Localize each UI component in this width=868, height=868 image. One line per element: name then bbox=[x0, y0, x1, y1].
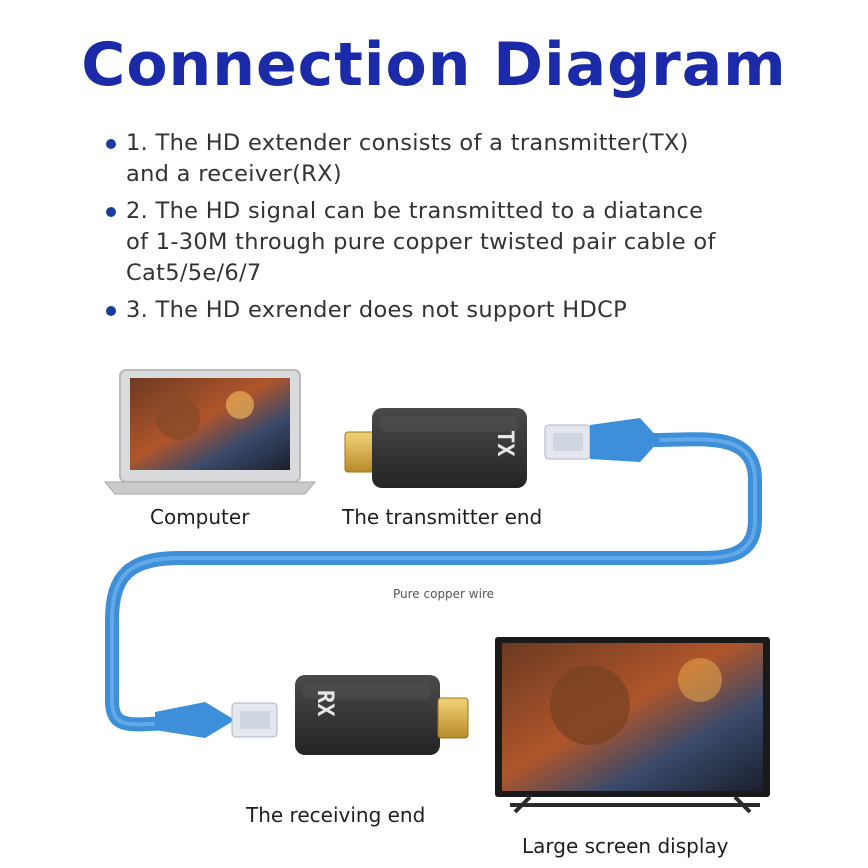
bullet-list: 1. The HD extender consists of a transmi… bbox=[102, 128, 832, 332]
rj45-plug-icon bbox=[544, 418, 660, 462]
bullet-dot-icon bbox=[106, 207, 116, 217]
page-title: Connection Diagram bbox=[81, 30, 787, 100]
bullet-item-1: 1. The HD extender consists of a transmi… bbox=[102, 128, 832, 190]
bullet-dot-icon bbox=[106, 306, 116, 316]
transmitter-label: The transmitter end bbox=[342, 505, 543, 529]
bullet-item-3: 3. The HD exrender does not support HDCP bbox=[102, 295, 832, 326]
bullet-item-2: 2. The HD signal can be transmitted to a… bbox=[102, 196, 832, 289]
rj45-plug-icon bbox=[155, 702, 278, 738]
display-label: Large screen display bbox=[522, 834, 729, 858]
bullet-line: 2. The HD signal can be transmitted to a… bbox=[126, 198, 704, 224]
receiver-device-icon: RX bbox=[295, 675, 469, 755]
transmitter-device-icon: TX bbox=[344, 408, 527, 488]
bullet-line: Cat5/5e/6/7 bbox=[126, 260, 262, 286]
rx-mark: RX bbox=[312, 690, 337, 717]
bullet-dot-icon bbox=[106, 139, 116, 149]
bullet-line: and a receiver(RX) bbox=[126, 161, 342, 187]
tx-mark: TX bbox=[492, 430, 517, 457]
laptop-icon bbox=[103, 369, 317, 495]
receiver-label: The receiving end bbox=[246, 803, 426, 827]
wire-label: Pure copper wire bbox=[393, 587, 495, 601]
bullet-line: 3. The HD exrender does not support HDCP bbox=[126, 297, 627, 323]
bullet-line: of 1-30M through pure copper twisted pai… bbox=[126, 229, 716, 255]
bullet-line: 1. The HD extender consists of a transmi… bbox=[126, 130, 689, 156]
computer-label: Computer bbox=[150, 505, 250, 529]
display-icon bbox=[495, 637, 770, 814]
